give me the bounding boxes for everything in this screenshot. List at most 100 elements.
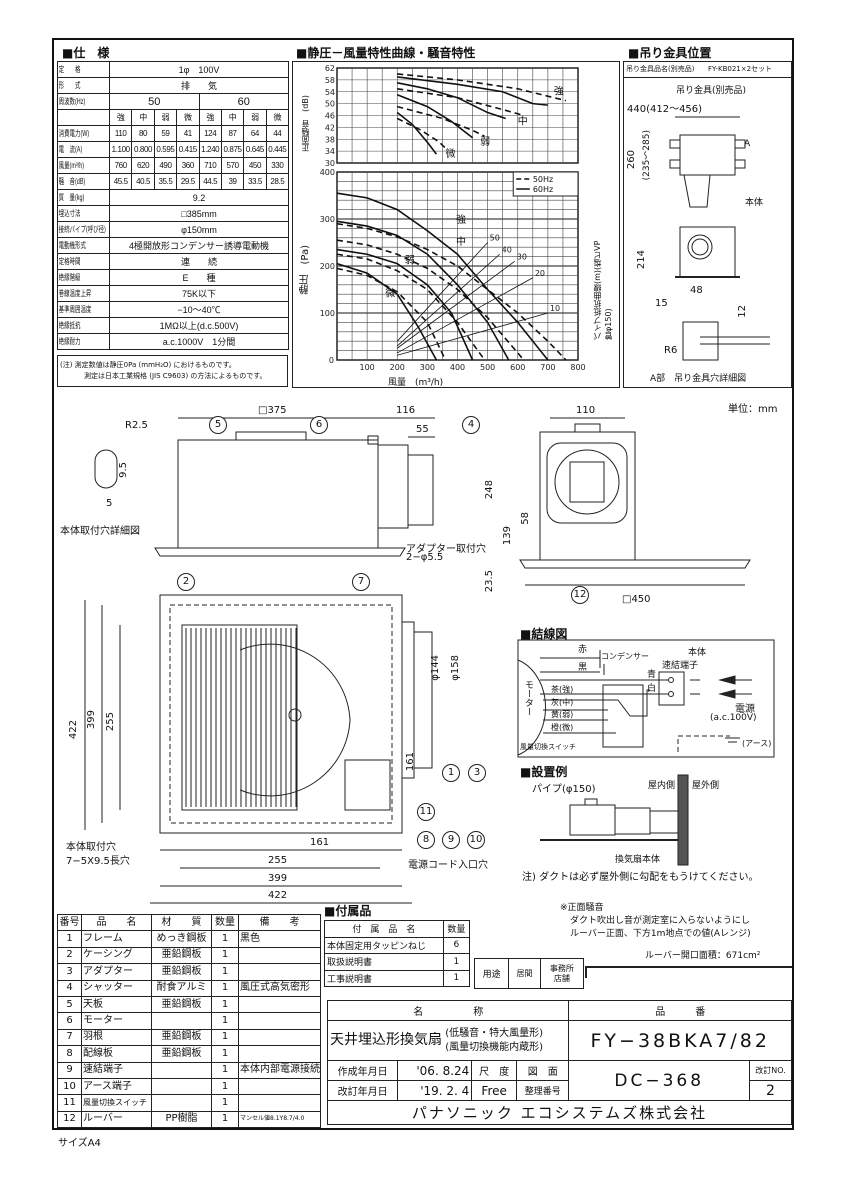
spec-label: 電 流(A) (58, 144, 83, 154)
bottom-view (84, 594, 433, 904)
parts-cell: 10 (57, 1077, 82, 1096)
parts-cell: フレーム (81, 930, 152, 948)
parts-cell: 1 (211, 1045, 239, 1063)
parts-cell: 亜鉛鋼板 (151, 1028, 212, 1047)
spec-label: 定 格 (58, 64, 81, 74)
hanger-drawing (669, 116, 770, 361)
adapter-hole-label: アダプター取付穴 (406, 544, 486, 555)
spec-label: 絶縁抵抗 (58, 320, 81, 330)
wire-red: 赤 (578, 645, 588, 655)
accessories-header: 付 属 品 名 (324, 920, 444, 938)
hanger-product-label: 吊り金具品名(別売品) (626, 65, 695, 73)
mount-hole-label: 本体取付穴 (66, 842, 116, 853)
y-tick-label: 300 (320, 215, 335, 224)
parts-cell (238, 963, 321, 981)
dim-161-h: 161 (310, 837, 330, 848)
cord-hole-label: 電源コード入口穴 (408, 860, 488, 871)
chart-title: ■静圧－風量特性曲線・騒音特性 (296, 46, 476, 60)
pipe-resistance-label: 10 (550, 304, 560, 313)
accessories-cell: 6 (442, 936, 471, 954)
product-subtitle: (低騒音・特大風量形)(風量切換機能内蔵形) (445, 1027, 543, 1055)
parts-cell: 6 (57, 1012, 82, 1030)
parts-cell: 2 (57, 946, 82, 965)
parts-cell: マンセル値8.1Y8.7/4.0 (238, 1110, 321, 1129)
x-tick-label: 400 (450, 363, 465, 372)
parts-cell: 1 (211, 946, 239, 965)
title-block: 名 称品 番 天井埋込形換気扇 (低騒音・特大風量形)(風量切換機能内蔵形)FY… (326, 1000, 792, 1125)
remark-3: ルーバー正面、下方1m地点での値(Aレンジ) (570, 929, 751, 939)
y-tick-label: 34 (325, 147, 335, 156)
model-number: FY−38BKA7/82 (568, 1020, 792, 1061)
spec-cell: 59 (153, 125, 178, 142)
switch-label: 風量切換スイッチ (520, 743, 576, 751)
callout-10: 10 (467, 831, 485, 849)
pipe-resistance-line (397, 277, 534, 354)
pipe-resistance-line (396, 242, 488, 342)
parts-cell (238, 946, 321, 965)
wire-brown: 茶(強) (551, 685, 574, 694)
capacitor-label: コンデンサー (601, 652, 649, 661)
parts-cell: 亜鉛鋼板 (151, 946, 212, 965)
accessories-cell: 取扱説明書 (324, 953, 444, 971)
dim-116: 116 (396, 405, 416, 416)
noise-curve (396, 117, 447, 149)
parts-cell: 1 (211, 963, 239, 981)
parts-cell: 8 (57, 1045, 82, 1063)
dim-95: 9.5 (118, 462, 129, 478)
company-name: パナソニック エコシステムズ株式会社 (327, 1100, 792, 1125)
callout-4: 4 (462, 416, 480, 434)
parts-cell: 1 (57, 930, 82, 948)
spec-cell: 強 (198, 109, 222, 126)
wiring-diagram (517, 639, 775, 758)
parts-cell: アダプター (81, 963, 152, 981)
y-tick-label: 58 (325, 76, 335, 85)
parts-header: 備 考 (238, 913, 321, 932)
louver-area: ルーバー開口面積：671cm² (645, 951, 761, 961)
parts-cell: 1 (211, 1094, 239, 1112)
spec-label: 周波数(Hz) (58, 96, 86, 106)
spec-note-box (57, 355, 288, 387)
parts-cell (238, 1028, 321, 1047)
parts-header: 番号 (57, 913, 82, 932)
terminal-label: 速結端子 (662, 661, 699, 671)
wire-blue: 青 (647, 670, 657, 680)
wire-white: 白 (647, 684, 657, 694)
wire-gray: 灰(中) (551, 698, 574, 707)
parts-cell (151, 1012, 212, 1030)
dim-255-h: 255 (268, 855, 288, 866)
parts-cell: 1 (211, 930, 239, 948)
callout-7: 7 (352, 573, 370, 591)
spec-row: 基準周囲温度−10〜40℃ (57, 301, 289, 318)
wiring-body-label: 本体 (688, 648, 707, 658)
pipe-resistance-line (397, 260, 515, 349)
parts-cell: 1 (211, 1077, 239, 1096)
dim-161-v: 161 (405, 752, 416, 772)
dim-5: 5 (106, 498, 113, 509)
y-tick-label: 100 (320, 309, 335, 318)
remark-2: ダクト吹出し音が測定室に入らないようにし (570, 916, 750, 926)
spec-label: 形 式 (58, 80, 81, 90)
mount-hole-spec: 7−5X9.5長穴 (66, 856, 130, 867)
callout-2: 2 (177, 573, 195, 591)
parts-cell: 天板 (81, 995, 152, 1014)
dim-55: 55 (416, 424, 429, 435)
parts-cell: 亜鉛鋼板 (151, 995, 212, 1014)
dim-23-5: 23.5 (484, 570, 495, 593)
dim-399-h: 399 (268, 873, 288, 884)
spec-cell: 620 (131, 157, 155, 174)
y-tick-label: 42 (325, 123, 335, 132)
parts-cell: PP樹脂 (151, 1110, 212, 1129)
accessories-title: ■付属品 (324, 904, 372, 918)
parts-header: 数量 (211, 913, 239, 932)
noise-curve (397, 76, 548, 106)
parts-header: 品 名 (81, 913, 152, 932)
parts-cell: 4 (57, 979, 82, 997)
y-tick-label: 0 (329, 356, 334, 365)
spec-label: 質 量(kg) (58, 192, 85, 202)
